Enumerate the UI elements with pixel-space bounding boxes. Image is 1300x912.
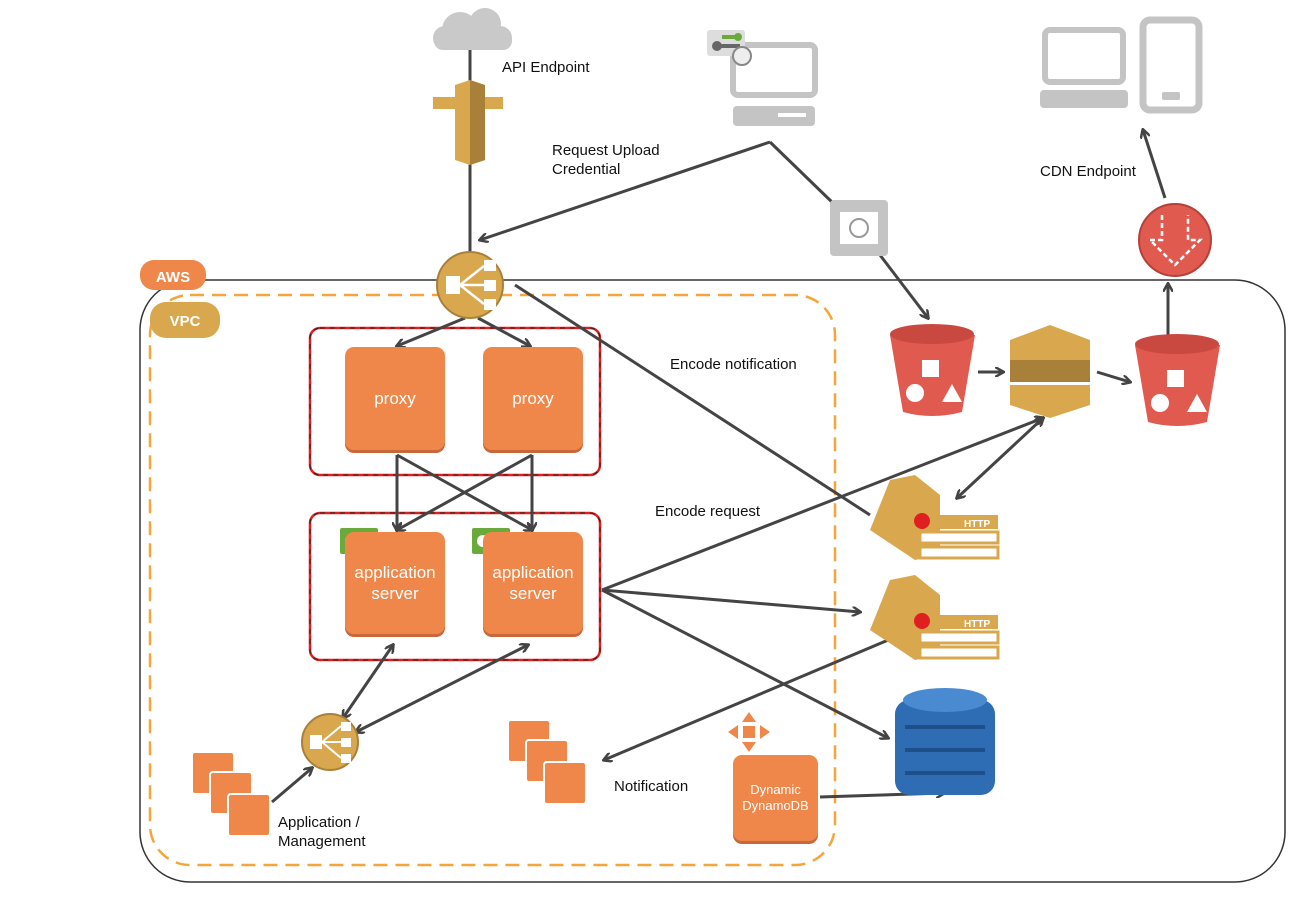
proxy-2-label: proxy [512,389,554,408]
app-server-2-label: application server [492,563,574,603]
api-endpoint-label: API Endpoint [502,59,590,76]
api-gateway-icon [433,80,503,165]
sns-topic-icon-1 [870,475,1000,560]
sns-1-http-tag: HTTP [964,519,990,530]
encode-notification-label: Encode notification [670,356,797,373]
notification-workers-instances-icon [507,719,587,805]
end-user-devices-icon [1040,16,1203,114]
aws-cloud-boundary [139,279,1286,883]
encode-request-label: Encode request [655,503,761,520]
connections [271,50,1168,804]
dynamic-dynamodb-label: Dynamic DynamoDB [742,782,809,813]
elastic-transcoder-preset-icon [830,200,888,256]
cdn-endpoint-label: CDN Endpoint [1040,163,1136,180]
vpc-badge [150,302,220,338]
app-management-instances-icon [191,751,271,837]
cloud-icon [433,8,512,50]
app-server-node-1[interactable]: application server [345,532,445,634]
request-upload-credential-label: Request Upload Credential [552,142,660,178]
app-management-label: Application / Management [278,814,366,850]
load-balancer-icon [436,251,504,319]
client-desktop-icon [707,30,818,126]
s3-input-bucket-icon [890,324,975,416]
s3-output-bucket-icon [1135,334,1220,426]
app-server-node-2[interactable]: application server [483,532,583,634]
vpc-boundary [148,293,837,867]
sns-2-http-tag: HTTP [964,619,990,630]
dynamodb-icon [895,688,995,795]
sns-topic-icon-2 [870,575,1000,660]
auto-scaling-icon [728,712,770,752]
proxy-node-2[interactable]: proxy [483,347,583,450]
notification-label: Notification [614,778,689,795]
dynamic-dynamodb-node[interactable]: Dynamic DynamoDB [733,755,818,841]
aws-badge [140,260,206,290]
app-server-1-label: application server [354,563,436,603]
elastic-transcoder-icon [1010,325,1090,418]
proxy-1-label: proxy [374,389,416,408]
cloudfront-icon [1138,203,1212,277]
vpc-badge-label: VPC [170,313,201,330]
proxy-node-1[interactable]: proxy [345,347,445,450]
aws-badge-label: AWS [156,269,190,286]
internal-load-balancer-icon [301,713,359,771]
